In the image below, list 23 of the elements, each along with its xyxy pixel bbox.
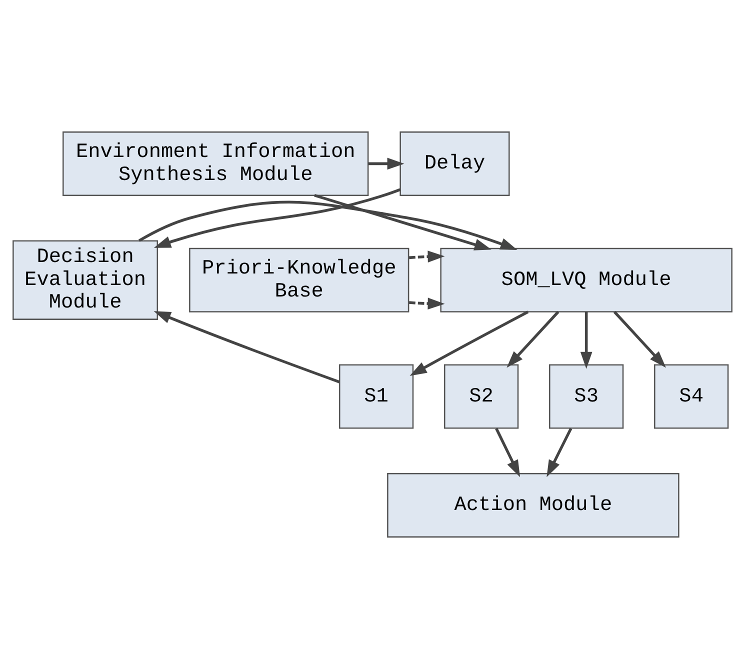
arrow	[546, 427, 572, 477]
arrow	[613, 310, 666, 368]
node-box: Priori-Knowledge Base	[189, 247, 410, 312]
node-box: Environment Information Synthesis Module	[62, 130, 369, 196]
arrow	[368, 157, 404, 170]
arrow	[580, 311, 592, 368]
node-box: Action Module	[387, 472, 680, 538]
node-box: Delay	[400, 130, 510, 196]
arrow	[314, 194, 492, 250]
arrow	[154, 310, 340, 383]
node-box: Decision Evaluation Module	[12, 240, 158, 320]
node-box: S3	[549, 364, 624, 428]
node-box: S4	[654, 364, 729, 428]
arrow	[410, 310, 529, 376]
arrow	[506, 310, 560, 368]
arrow	[495, 427, 520, 477]
arrow	[154, 188, 401, 248]
arrow	[138, 200, 518, 250]
node-box: S2	[444, 364, 519, 428]
node-box: SOM_LVQ Module	[440, 247, 732, 312]
arrow	[408, 250, 445, 262]
node-box: S1	[338, 364, 414, 428]
arrow	[408, 297, 445, 310]
